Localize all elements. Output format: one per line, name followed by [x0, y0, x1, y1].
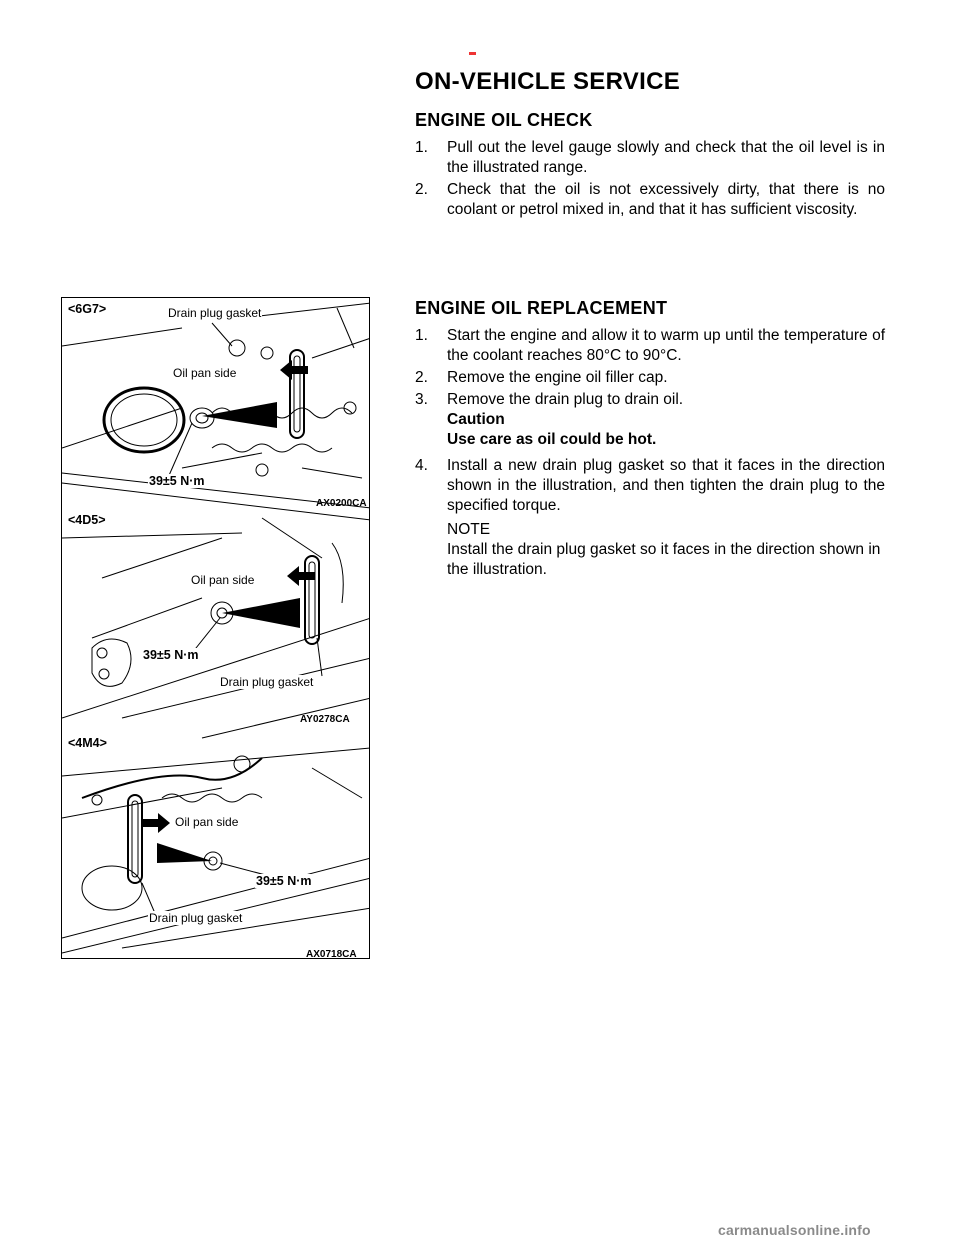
figure-code: AX0200CA: [316, 498, 367, 509]
drain-plug-illustration: <6G7> Drain plug gasket Oil pan side 39±…: [61, 297, 370, 959]
oil-check-heading: ENGINE OIL CHECK: [415, 110, 593, 130]
caution-text: Use care as oil could be hot.: [447, 431, 657, 448]
torque-spec: 39±5 N·m: [148, 474, 206, 488]
oil-check-step: 1.Pull out the level gauge slowly and ch…: [415, 139, 885, 176]
oil-check-step: 2.Check that the oil is not excessively …: [415, 181, 885, 218]
oil-replacement-steps-a: 1.Start the engine and allow it to warm …: [415, 326, 885, 412]
variant-label-6g7: <6G7>: [68, 302, 107, 316]
note-block: NOTE Install the drain plug gasket so it…: [447, 520, 885, 580]
caution-label: Caution: [447, 411, 505, 428]
engine-sketch: [62, 302, 369, 954]
oil-replacement-step: 3.Remove the drain plug to drain oil.: [415, 391, 684, 408]
note-text: Install the drain plug gasket so it face…: [447, 541, 881, 578]
note-label: NOTE: [447, 521, 491, 538]
figure-code: AX0718CA: [306, 949, 357, 959]
oil-pan-side-label: Oil pan side: [172, 366, 238, 380]
header-red-mark: [469, 52, 476, 55]
caution-block: Caution Use care as oil could be hot.: [447, 410, 885, 450]
oil-pan-side-label: Oil pan side: [174, 815, 240, 829]
gasket-label: Drain plug gasket: [148, 911, 244, 925]
variant-label-4d5: <4D5>: [68, 513, 106, 527]
torque-spec: 39±5 N·m: [255, 874, 313, 888]
oil-replacement-step: 1.Start the engine and allow it to warm …: [415, 327, 885, 364]
torque-spec: 39±5 N·m: [142, 648, 200, 662]
watermark-text[interactable]: carmanualsonline.info: [718, 1222, 871, 1238]
figure-code: AY0278CA: [300, 714, 350, 725]
oil-replacement-step: 4.Install a new drain plug gasket so tha…: [415, 457, 885, 514]
oil-pan-side-label: Oil pan side: [190, 573, 256, 587]
gasket-label: Drain plug gasket: [219, 675, 315, 689]
oil-replacement-steps-b: 4.Install a new drain plug gasket so tha…: [415, 456, 885, 518]
gasket-label: Drain plug gasket: [167, 306, 263, 320]
variant-label-4m4: <4M4>: [68, 736, 107, 750]
oil-check-steps: 1.Pull out the level gauge slowly and ch…: [415, 138, 885, 222]
oil-replacement-heading: ENGINE OIL REPLACEMENT: [415, 298, 668, 318]
page-title: ON-VEHICLE SERVICE: [415, 68, 681, 95]
oil-replacement-step: 2.Remove the engine oil filler cap.: [415, 369, 668, 386]
